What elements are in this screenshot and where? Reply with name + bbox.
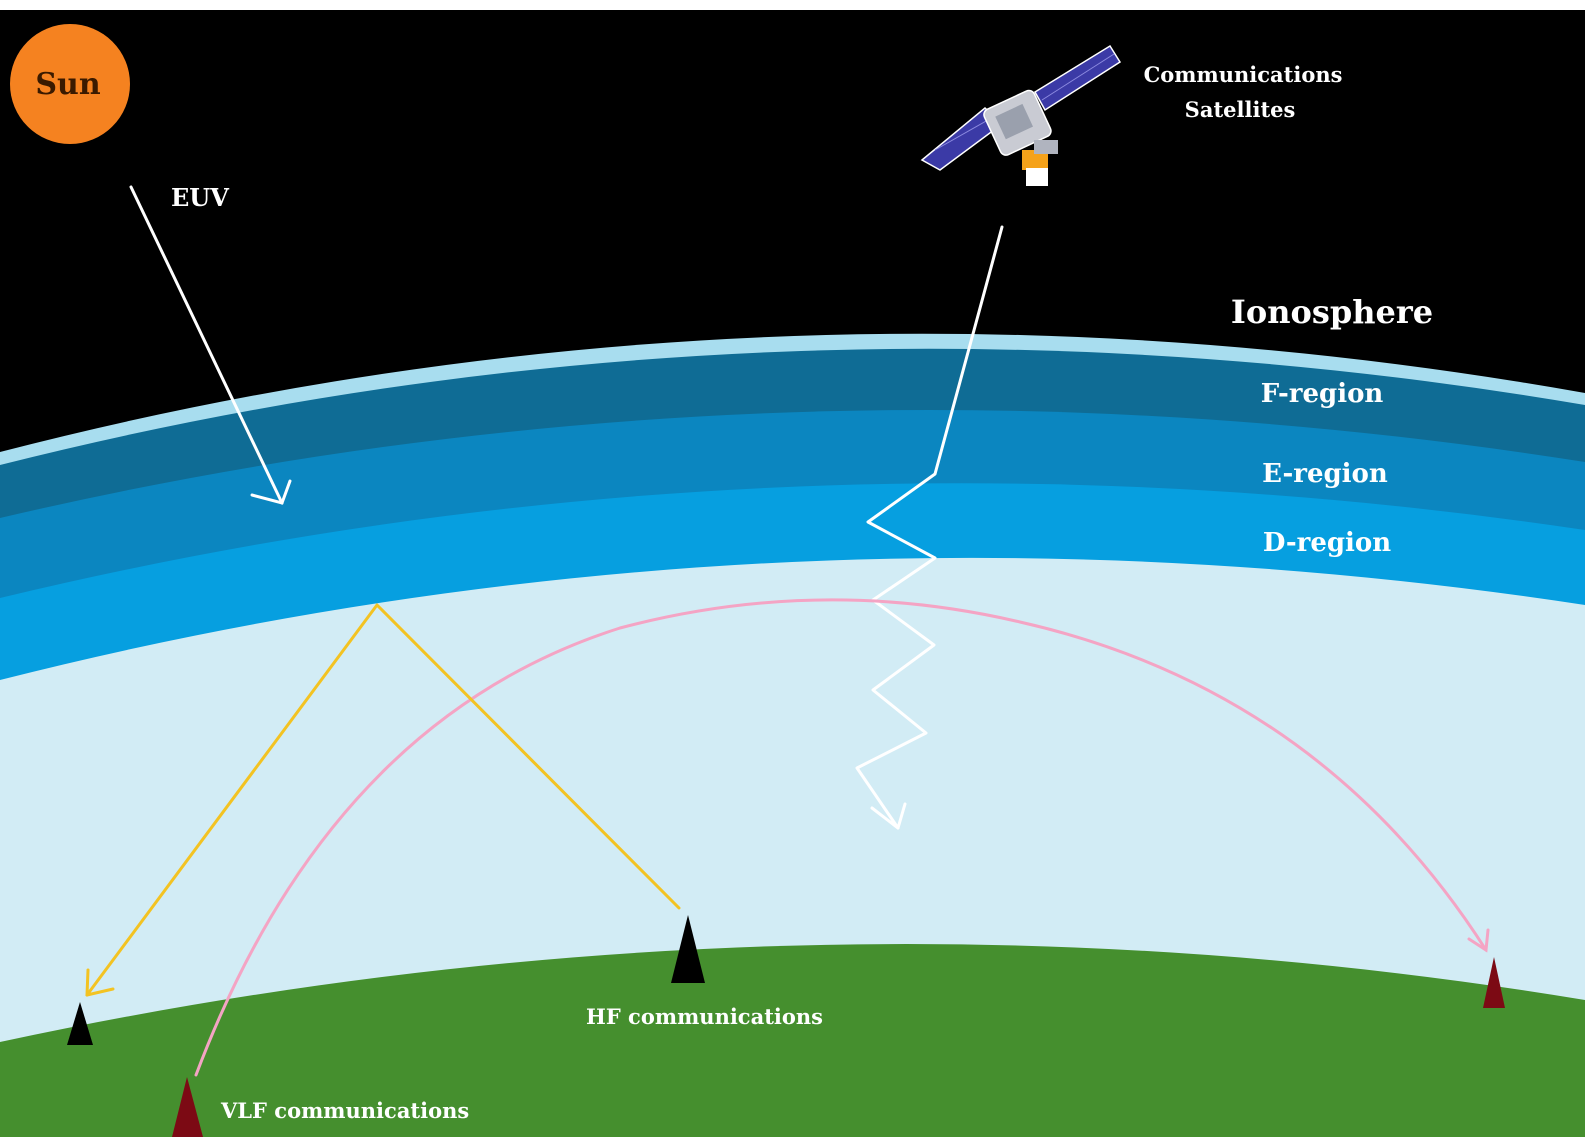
sun-disc xyxy=(10,24,130,144)
d-region-label: D-region xyxy=(1263,528,1391,558)
satellites-label-line2: Satellites xyxy=(1185,97,1296,122)
hf-signal-path xyxy=(85,603,681,997)
vlf-signal-path xyxy=(194,598,1490,1077)
hf-receiver-antenna-icon xyxy=(67,1002,93,1045)
satellite-signal-path xyxy=(855,225,1004,830)
sun-label: Sun xyxy=(35,67,100,102)
ground xyxy=(0,944,1585,1137)
hf-antenna-icon xyxy=(671,915,705,983)
vlf-antenna-icon xyxy=(172,1077,203,1137)
sun-icon xyxy=(10,24,130,144)
ionosphere-label: Ionosphere xyxy=(1231,293,1433,331)
satellite-icon xyxy=(920,44,1122,186)
hf-communications-label: HF communications xyxy=(586,1004,823,1029)
f-region-label: F-region xyxy=(1261,379,1384,409)
vlf-communications-label: VLF communications xyxy=(220,1098,469,1123)
euv-label: EUV xyxy=(171,183,229,212)
e-region-label: E-region xyxy=(1262,459,1388,489)
euv-arrow xyxy=(129,185,292,505)
satellites-label-line1: Communications xyxy=(1144,62,1343,87)
vlf-receiver-antenna-icon xyxy=(1483,957,1505,1008)
